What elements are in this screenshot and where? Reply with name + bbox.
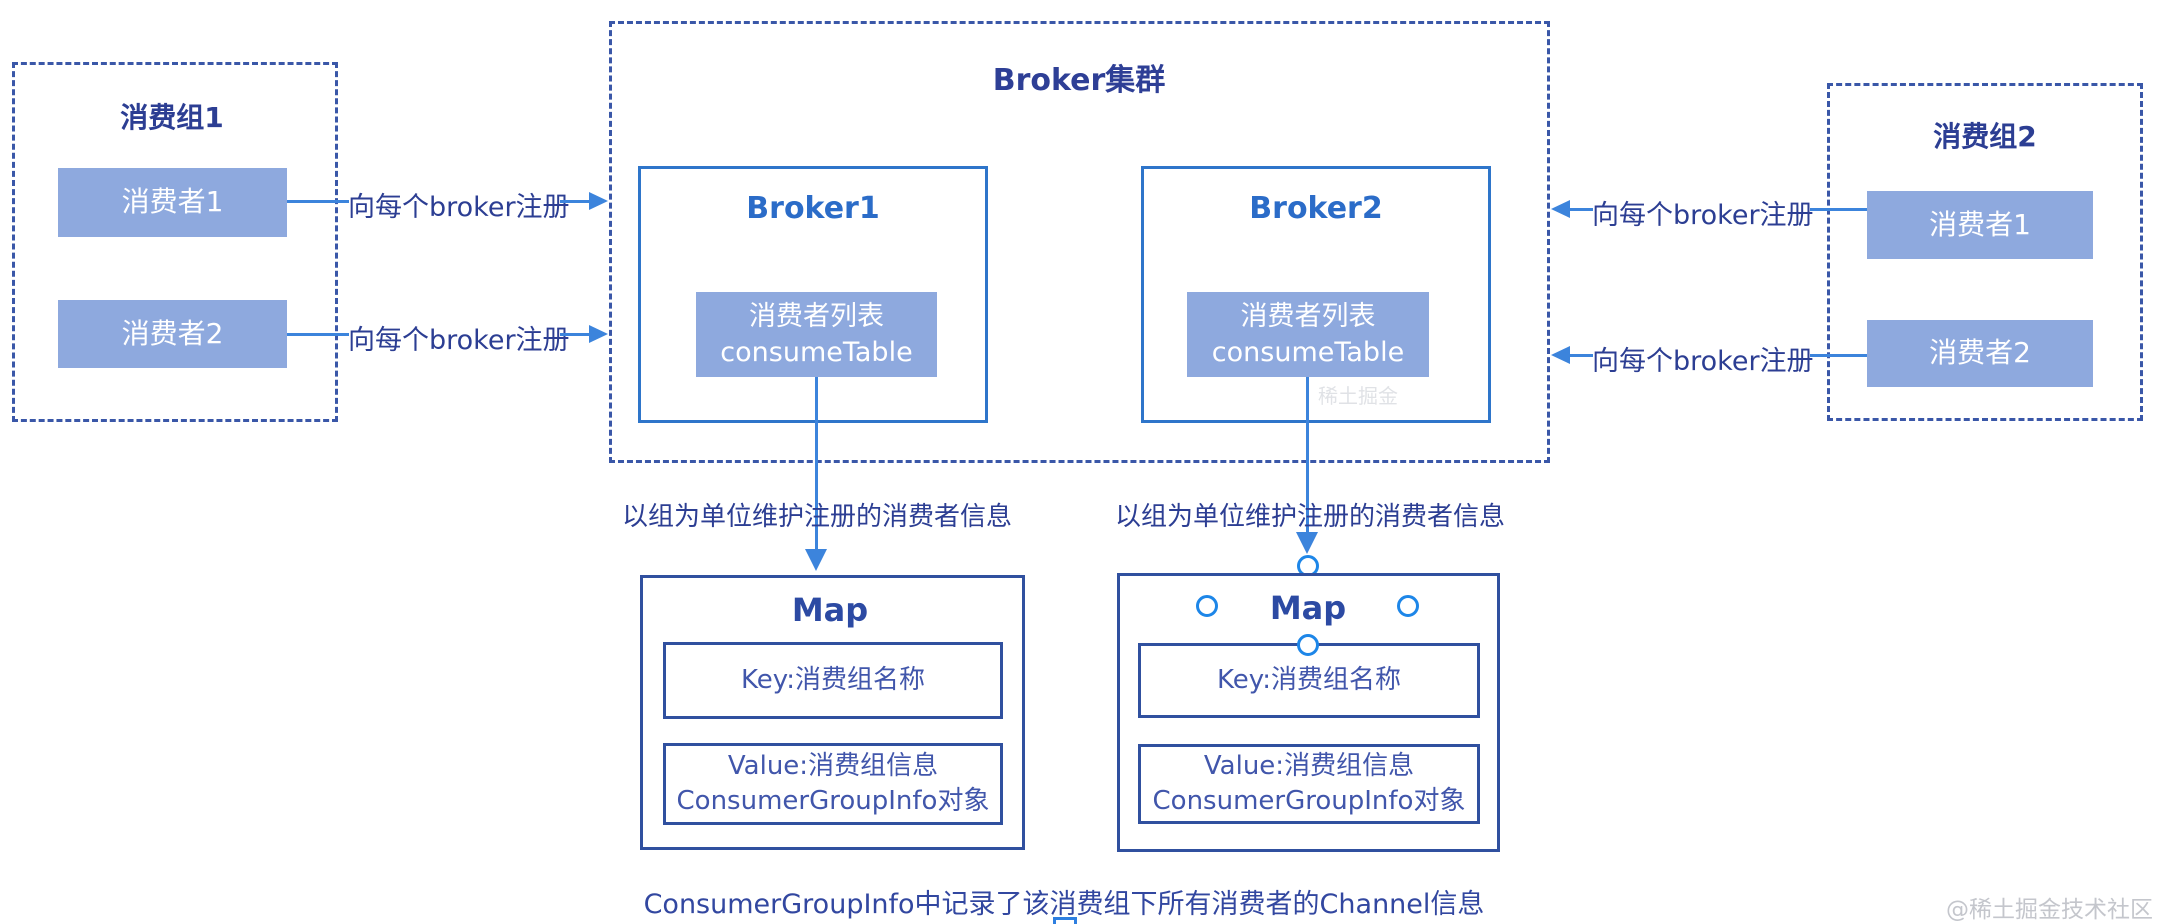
connection-handle-icon — [1397, 595, 1419, 617]
consumer-group1-title: 消费组1 — [120, 101, 224, 134]
broker2-consume-table-line1: 消费者列表 — [1240, 300, 1376, 332]
connector-line — [815, 377, 818, 549]
connector-line — [1810, 354, 1867, 357]
broker-cluster-title: Broker集群 — [992, 63, 1166, 98]
arrow-right-icon — [589, 192, 608, 210]
map1-value-line1: Value:消费组信息 — [727, 750, 939, 781]
consumer-group1-frame — [12, 62, 338, 422]
arrow-left-icon — [1551, 346, 1570, 364]
maintain-label-right: 以组为单位维护注册的消费者信息 — [1114, 502, 1505, 532]
map2-key-label: Key:消费组名称 — [1216, 664, 1401, 695]
bottom-note: ConsumerGroupInfo中记录了该消费组下所有消费者的Channel信… — [643, 889, 1485, 920]
connector-line — [1569, 208, 1593, 211]
connector-line — [1306, 377, 1309, 532]
map1-key-box: Key:消费组名称 — [663, 642, 1003, 719]
connector-line — [560, 333, 590, 336]
broker1-consume-table-line1: 消费者列表 — [749, 300, 884, 332]
map1-value-box: Value:消费组信息 ConsumerGroupInfo对象 — [663, 743, 1003, 825]
connection-handle-icon — [1196, 595, 1218, 617]
group2-consumer1-label: 消费者1 — [1929, 207, 2031, 241]
broker1-consume-table-line2: consumeTable — [720, 336, 913, 368]
arrow-left-icon — [1551, 200, 1570, 218]
map2-value-box: Value:消费组信息 ConsumerGroupInfo对象 — [1138, 744, 1480, 824]
connector-line — [287, 333, 349, 336]
connector-line — [287, 200, 349, 203]
map1-title: Map — [791, 591, 869, 629]
register-label-right2: 向每个broker注册 — [1592, 346, 1814, 377]
broker1-consume-table-box: 消费者列表 consumeTable — [696, 292, 937, 377]
connector-line — [1569, 354, 1593, 357]
arrow-down-icon — [805, 549, 827, 571]
broker-cluster-frame — [609, 21, 1550, 463]
corner-watermark: @稀土掘金技术社区 — [1946, 897, 2153, 923]
map2-value-line1: Value:消费组信息 — [1203, 750, 1415, 781]
broker1-title: Broker1 — [746, 191, 880, 226]
register-label-left1: 向每个broker注册 — [348, 192, 570, 223]
connector-line — [1810, 208, 1867, 211]
group1-consumer2-box: 消费者2 — [58, 300, 287, 368]
map1-key-label: Key:消费组名称 — [740, 664, 925, 695]
maintain-label-left: 以组为单位维护注册的消费者信息 — [621, 502, 1012, 532]
broker2-consume-table-line2: consumeTable — [1211, 336, 1405, 368]
map2-value-line2: ConsumerGroupInfo对象 — [1152, 786, 1466, 816]
broker2-title: Broker2 — [1249, 191, 1383, 226]
register-label-left2: 向每个broker注册 — [348, 325, 570, 356]
arrow-right-icon — [589, 325, 608, 343]
consumer-group2-title: 消费组2 — [1933, 120, 2037, 153]
inline-watermark: 稀土掘金 — [1318, 384, 1398, 408]
register-label-right1: 向每个broker注册 — [1592, 200, 1814, 231]
map1-value-line2: ConsumerGroupInfo对象 — [676, 786, 990, 816]
broker2-consume-table-box: 消费者列表 consumeTable — [1187, 292, 1429, 377]
map2-title: Map — [1269, 589, 1347, 627]
group2-consumer2-box: 消费者2 — [1867, 320, 2093, 387]
group1-consumer1-box: 消费者1 — [58, 168, 287, 237]
group2-consumer2-label: 消费者2 — [1929, 336, 2031, 370]
group2-consumer1-box: 消费者1 — [1867, 191, 2093, 259]
group1-consumer1-label: 消费者1 — [121, 185, 224, 219]
consumer-group2-frame — [1827, 83, 2143, 421]
cutoff-box-top — [1053, 917, 1077, 924]
group1-consumer2-label: 消费者2 — [121, 316, 224, 350]
connector-line — [560, 200, 590, 203]
arrow-down-icon — [1296, 532, 1318, 554]
connection-handle-icon — [1297, 634, 1319, 656]
